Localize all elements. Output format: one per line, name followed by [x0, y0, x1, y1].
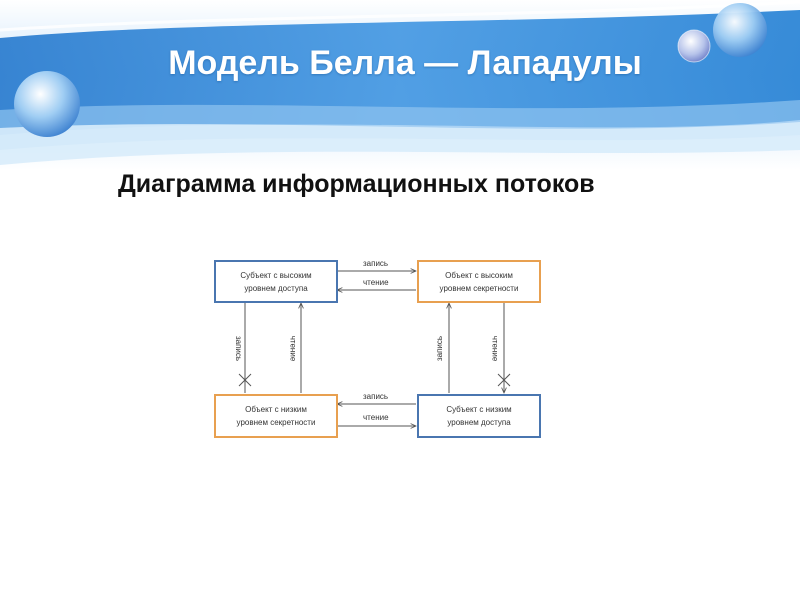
bubble-right-decor	[713, 3, 767, 57]
subject-low-line2: уровнем доступа	[447, 418, 511, 427]
label-left-read: чтение	[288, 335, 298, 362]
diagram-arrows	[238, 250, 511, 450]
label-left-write: запись	[234, 335, 244, 362]
label-bottom-read: чтение	[363, 413, 389, 422]
object-high-line2: уровнем секретности	[439, 283, 519, 293]
subject-high-access-box: Субъект с высоким уровнем доступа	[214, 260, 338, 303]
subject-low-access-box: Субъект с низким уровнем доступа	[417, 394, 541, 438]
subject-low-line1: Субъект с низким	[446, 405, 512, 414]
label-right-read: чтение	[490, 335, 500, 362]
header-banner	[0, 0, 800, 170]
object-high-line1: Объект с высоким	[445, 270, 513, 280]
label-right-write: запись	[435, 335, 445, 362]
object-low-line2: уровнем секретности	[236, 418, 316, 427]
object-low-secrecy-box: Объект с низким уровнем секретности	[214, 394, 338, 438]
slide-title: Модель Белла — Лападулы	[168, 44, 642, 82]
information-flow-diagram: Субъект с высоким уровнем доступа Объект…	[200, 250, 560, 450]
bubble-left-decor	[14, 71, 80, 137]
label-top-read: чтение	[363, 278, 389, 287]
object-high-secrecy-box: Объект с высоким уровнем секретности	[417, 260, 541, 303]
subject-high-line1: Субъект с высоким	[240, 270, 312, 280]
object-low-line1: Объект с низким	[245, 405, 307, 414]
label-top-write: запись	[363, 259, 389, 268]
bubble-small-decor	[678, 30, 710, 62]
label-bottom-write: запись	[363, 392, 389, 401]
slide-subtitle: Диаграмма информационных потоков	[118, 170, 595, 198]
subject-high-line2: уровнем доступа	[244, 283, 308, 293]
